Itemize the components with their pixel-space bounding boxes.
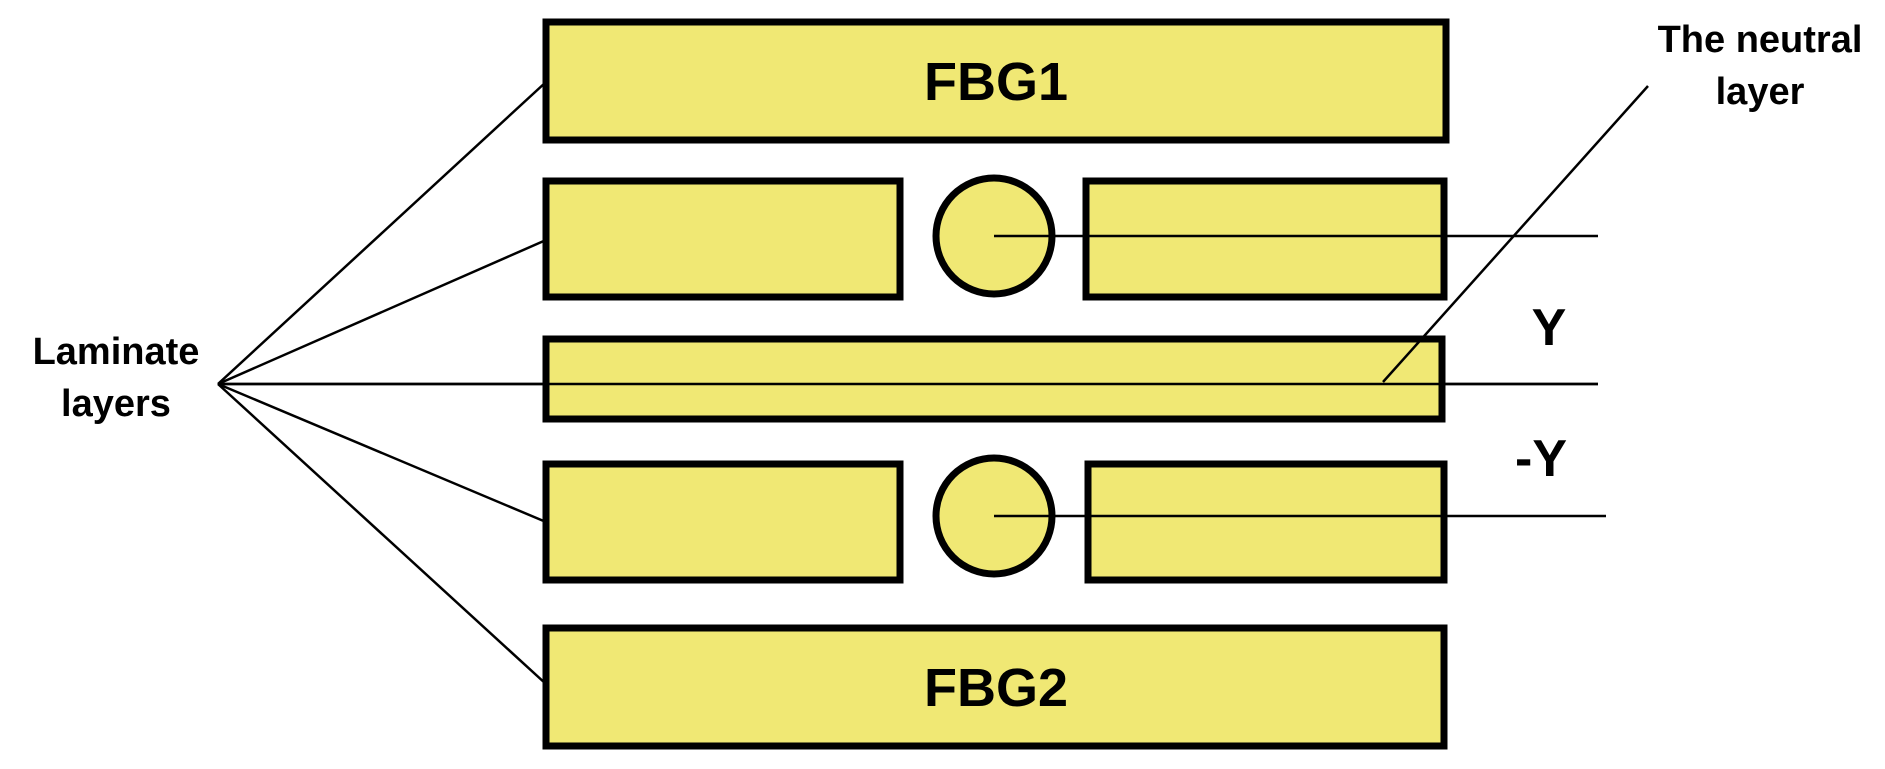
neutral-layer-leader-line	[1382, 85, 1649, 383]
neg-y-axis-label: -Y	[1515, 430, 1567, 488]
laminate-label-line1: Laminate	[33, 331, 200, 373]
leader-to-fbg1-layer	[217, 81, 547, 385]
upper-split-layer-left	[542, 177, 904, 301]
neutral-layer-label-line2: layer	[1716, 71, 1805, 113]
fbg1-layer	[542, 18, 1450, 144]
upper-split-layer-right	[1082, 177, 1448, 301]
lower-split-layer-right	[1084, 460, 1448, 584]
fbg2-label: FBG2	[924, 658, 1068, 718]
fbg2-layer	[542, 624, 1448, 750]
neutral-layer-label-line1: The neutral	[1658, 19, 1863, 61]
leader-to-fbg2-layer	[217, 383, 547, 685]
laminate-label-line2: layers	[61, 383, 171, 425]
y-axis-label: Y	[1532, 299, 1567, 357]
fbg1-label: FBG1	[924, 52, 1068, 112]
leader-to-lower-split-layer	[217, 382, 547, 524]
middle-laminate-layer	[542, 335, 1446, 423]
leader-to-upper-split-layer	[217, 238, 547, 386]
lower-split-layer-left	[542, 460, 904, 584]
